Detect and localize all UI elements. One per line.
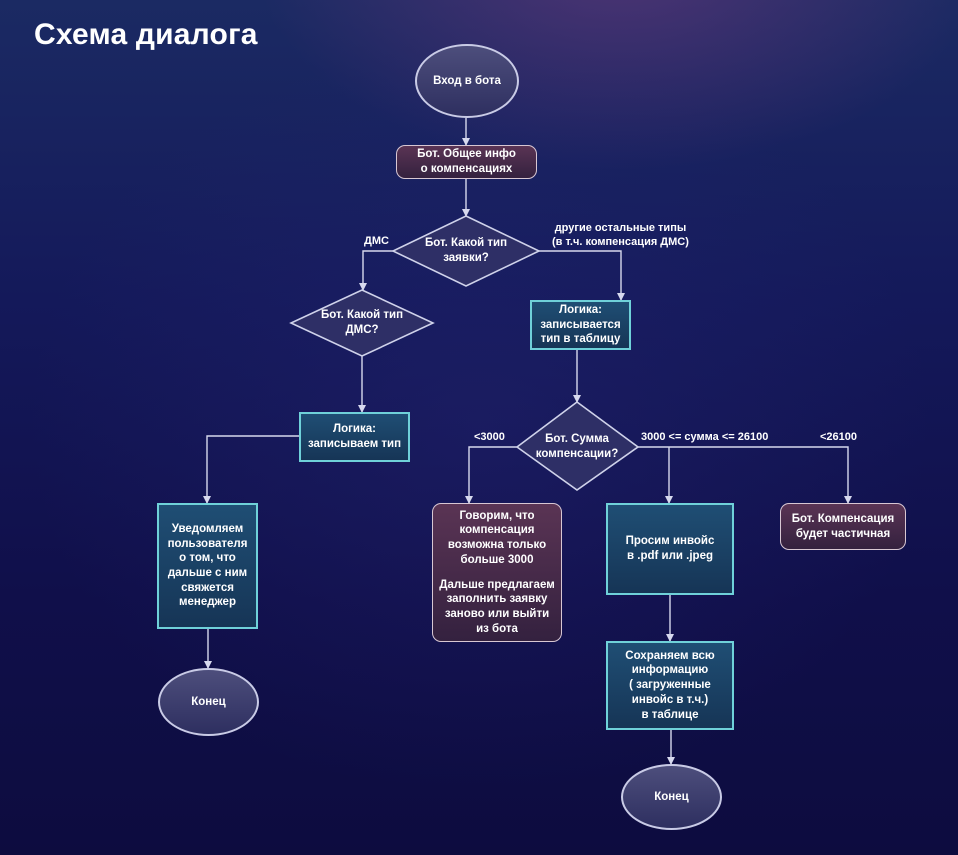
invoice-line-1: Просим инвойс bbox=[625, 535, 715, 548]
request-type-line-2: заявки? bbox=[443, 252, 489, 264]
start-label: Вход в бота bbox=[433, 74, 501, 87]
min-line-1: Говорим, что bbox=[459, 509, 535, 522]
end-right-label: Конец bbox=[654, 790, 689, 803]
edge-label-other: другие остальные типы (в т.ч. компенсаци… bbox=[552, 222, 689, 250]
partial-line-2: будет частичная bbox=[795, 527, 891, 540]
logtype-line-2: записываем тип bbox=[307, 438, 402, 450]
edge-label-gt26100: <26100 bbox=[820, 431, 858, 443]
edge-label-range: 3000 <= сумма <= 26100 bbox=[641, 431, 769, 443]
partial-line-1: Бот. Компенсация bbox=[791, 512, 895, 525]
end-node-left: Конец bbox=[158, 668, 259, 736]
logic-type-table-box: Логика: записывается тип в таблицу bbox=[530, 300, 631, 350]
notify-line-2: пользователя bbox=[167, 537, 248, 550]
edge-label-lt3000: <3000 bbox=[474, 431, 505, 443]
save-line-5: в таблице bbox=[641, 708, 699, 721]
page-title: Схема диалога bbox=[34, 18, 258, 51]
save-line-2: информацию bbox=[631, 664, 709, 677]
end-left-label: Конец bbox=[191, 695, 226, 708]
logtable-line-1: Логика: bbox=[559, 303, 602, 316]
amount-label: Бот. Сумма компенсации? bbox=[523, 428, 631, 466]
logtable-line-2: записывается bbox=[540, 318, 621, 331]
dms-type-label: Бот. Какой тип ДМС? bbox=[302, 305, 422, 341]
logic-type-box: Логика: записываем тип bbox=[299, 412, 410, 462]
general-info-line-2: о компенсациях bbox=[420, 163, 513, 175]
amount-line-2: компенсации? bbox=[535, 448, 619, 460]
dms-type-line-1: Бот. Какой тип bbox=[320, 309, 404, 322]
save-line-1: Сохраняем всю bbox=[625, 649, 715, 662]
min-amount-box: Говорим, что компенсация возможна только… bbox=[432, 503, 562, 642]
edge-type-dms bbox=[359, 250, 393, 291]
save-line-3: ( загруженные bbox=[629, 679, 711, 692]
save-info-box: Сохраняем всю информацию ( загруженные и… bbox=[606, 641, 734, 730]
edge-amount-lt bbox=[465, 446, 517, 504]
request-type-line-1: Бот. Какой тип bbox=[424, 237, 508, 250]
min-line-4: больше 3000 bbox=[460, 553, 534, 566]
notify-user-box: Уведомляем пользователя о том, что дальш… bbox=[157, 503, 258, 629]
notify-line-3: о том, что bbox=[179, 552, 236, 565]
invoice-line-2: в .pdf или .jpeg bbox=[626, 550, 713, 562]
dms-type-line-2: ДМС? bbox=[345, 324, 379, 336]
min-line-2: компенсация bbox=[459, 524, 535, 537]
decision-dms-type bbox=[289, 289, 435, 357]
notify-line-1: Уведомляем bbox=[171, 522, 244, 535]
edge-amount-range bbox=[638, 446, 852, 504]
edge-other-line-1: другие остальные типы bbox=[554, 222, 687, 234]
notify-line-5: свяжется bbox=[181, 581, 234, 594]
amount-line-1: Бот. Сумма bbox=[545, 433, 609, 446]
refill-line-3: заново или выйти bbox=[444, 607, 550, 620]
notify-line-4: дальше с ним bbox=[167, 567, 248, 579]
end-node-right: Конец bbox=[621, 764, 722, 830]
partial-compensation-box: Бот. Компенсация будет частичная bbox=[780, 503, 906, 550]
request-type-label: Бот. Какой тип заявки? bbox=[406, 232, 526, 270]
notify-line-6: менеджер bbox=[179, 596, 236, 609]
start-node: Вход в бота bbox=[415, 44, 519, 118]
refill-line-1: Дальше предлагаем bbox=[439, 578, 555, 591]
edge-log-notify bbox=[203, 435, 299, 504]
logtable-line-3: тип в таблицу bbox=[540, 333, 621, 346]
refill-line-2: заполнить заявку bbox=[446, 593, 548, 606]
edge-label-dms: ДМС bbox=[364, 235, 389, 247]
refill-line-4: из бота bbox=[476, 622, 518, 635]
edge-other-line-2: (в т.ч. компенсация ДМС) bbox=[552, 235, 689, 248]
ask-invoice-box: Просим инвойс в .pdf или .jpeg bbox=[606, 503, 734, 595]
general-info-line-1: Бот. Общее инфо bbox=[417, 148, 516, 161]
min-line-3: возможна только bbox=[447, 539, 547, 552]
decision-amount bbox=[515, 401, 640, 491]
general-info-box: Бот. Общее инфо о компенсациях bbox=[396, 145, 537, 179]
decision-request-type bbox=[391, 215, 541, 287]
logtype-line-1: Логика: bbox=[333, 423, 376, 436]
edge-type-other bbox=[539, 250, 625, 301]
save-line-4: инвойс в т.ч.) bbox=[631, 693, 709, 706]
